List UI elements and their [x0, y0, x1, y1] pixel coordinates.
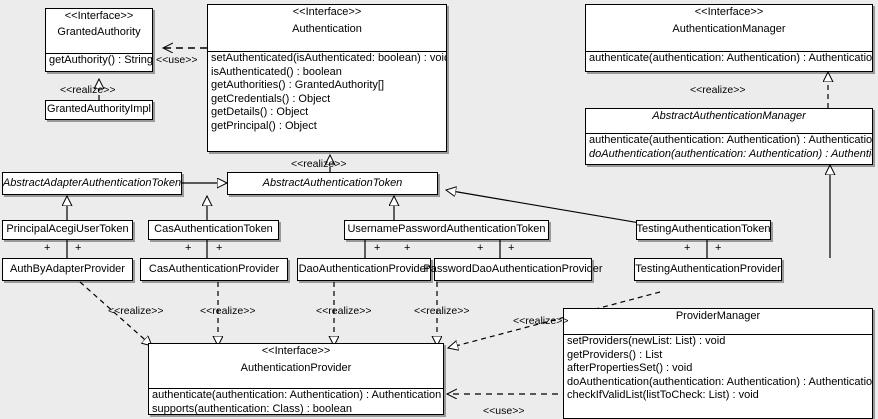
- class-header: ProviderManager: [564, 309, 872, 334]
- method-row: supports(authentication: Class) : boolea…: [152, 402, 352, 415]
- class-header: AbstractAuthenticationManager: [586, 109, 872, 133]
- method-row: authenticate(authentication: Authenticat…: [589, 134, 872, 146]
- class-password-dao-authentication-provider[interactable]: PasswordDaoAuthenticationProvider: [423, 258, 603, 281]
- method-row: isAuthenticated() : boolean: [211, 65, 342, 78]
- edge-testingauthenticationtoken-extends-abstractauthenticationtoken: [446, 190, 641, 224]
- class-name: ProviderManager: [675, 310, 761, 322]
- class-name: AbstractAuthenticationToken: [262, 176, 403, 189]
- edge-label-use-providermanager-authenticationprovider: <<use>>: [483, 405, 525, 417]
- methods-compartment: getAuthority() : String: [46, 53, 152, 68]
- class-name: DaoAuthenticationProvider: [298, 262, 430, 275]
- assoc-plus-mark: +: [75, 242, 82, 254]
- class-name: CasAuthenticationProvider: [148, 262, 280, 275]
- assoc-plus-mark: +: [684, 242, 691, 254]
- method-row: setProviders(newList: List) : void: [567, 335, 726, 347]
- stereotype-label: <<Interface>>: [261, 345, 331, 357]
- class-granted-authority[interactable]: <<Interface>> GrantedAuthority getAuthor…: [45, 8, 153, 72]
- edge-label-realize-cas: <<realize>>: [200, 305, 256, 317]
- class-cas-authentication-token[interactable]: CasAuthenticationToken: [148, 220, 279, 240]
- method-row: checkIfValidList(listToCheck: List) : vo…: [567, 389, 759, 402]
- class-authentication[interactable]: <<Interface>> Authentication setAuthenti…: [207, 4, 447, 152]
- method-row: authenticate(authentication: Authenticat…: [152, 389, 442, 401]
- method-row: afterPropertiesSet() : void: [567, 362, 693, 375]
- method-row: getAuthorities() : GrantedAuthority[]: [211, 79, 385, 92]
- assoc-plus-mark: +: [508, 242, 515, 254]
- assoc-plus-mark: +: [374, 242, 381, 254]
- class-name: Authentication: [292, 22, 362, 35]
- class-testing-authentication-provider[interactable]: TestingAuthenticationProvider: [634, 258, 782, 281]
- assoc-plus-mark: +: [715, 242, 722, 254]
- class-authentication-manager[interactable]: <<Interface>> AuthenticationManager auth…: [585, 4, 873, 72]
- assoc-plus-mark: +: [44, 242, 51, 254]
- class-authentication-provider[interactable]: <<Interface>> AuthenticationProvider aut…: [148, 343, 444, 415]
- edge-label-realize-authbyadapter: <<realize>>: [108, 305, 164, 317]
- class-name: TestingAuthenticationProvider: [635, 262, 781, 275]
- edge-label-realize-abstractauthenticationtoken: <<realize>>: [291, 158, 347, 170]
- methods-compartment: authenticate(authentication: Authenticat…: [586, 133, 872, 161]
- method-row: getProviders() : List: [567, 348, 663, 361]
- edge-label-realize-abstractauthenticationmanager: <<realize>>: [690, 84, 746, 96]
- method-row: getDetails() : Object: [211, 106, 309, 119]
- edge-label-realize-passworddao: <<realize>>: [414, 305, 470, 317]
- class-header: <<Interface>> GrantedAuthority: [46, 9, 152, 53]
- class-name: PrincipalAcegiUserToken: [6, 223, 129, 236]
- class-granted-authority-impl[interactable]: GrantedAuthorityImpl: [45, 100, 153, 120]
- class-header: <<Interface>> AuthenticationManager: [586, 5, 872, 51]
- class-auth-by-adapter-provider[interactable]: AuthByAdapterProvider: [2, 258, 133, 281]
- class-header: <<Interface>> AuthenticationProvider: [149, 344, 443, 388]
- assoc-plus-mark: +: [404, 242, 411, 254]
- class-abstract-authentication-manager[interactable]: AbstractAuthenticationManager authentica…: [585, 108, 873, 165]
- class-name: AuthenticationManager: [672, 22, 786, 35]
- method-row: getAuthority() : String: [49, 54, 152, 66]
- methods-compartment: authenticate(authentication: Authenticat…: [586, 51, 872, 66]
- class-dao-authentication-provider[interactable]: DaoAuthenticationProvider: [297, 258, 431, 281]
- assoc-plus-mark: +: [185, 242, 192, 254]
- class-name: AuthenticationProvider: [240, 361, 352, 374]
- class-name: AbstractAdapterAuthenticationToken: [2, 176, 182, 189]
- class-name: PasswordDaoAuthenticationProvider: [423, 262, 603, 275]
- class-name: CasAuthenticationToken: [154, 223, 273, 236]
- assoc-plus-mark: +: [477, 242, 484, 254]
- edge-label-realize-grantedauthorityimpl: <<realize>>: [60, 84, 116, 96]
- method-row: setAuthenticated(isAuthenticated: boolea…: [211, 52, 446, 64]
- class-name: GrantedAuthorityImpl: [47, 103, 151, 116]
- method-row: authenticate(authentication: Authenticat…: [589, 52, 872, 64]
- class-name: AbstractAuthenticationManager: [652, 110, 806, 122]
- method-row: getPrincipal() : Object: [211, 119, 317, 132]
- class-name: AuthByAdapterProvider: [10, 262, 125, 275]
- stereotype-label: <<Interface>>: [292, 6, 362, 18]
- stereotype-label: <<Interface>>: [64, 10, 134, 22]
- methods-compartment: setAuthenticated(isAuthenticated: boolea…: [208, 51, 446, 133]
- class-name: GrantedAuthority: [57, 25, 141, 38]
- assoc-plus-mark: +: [216, 242, 223, 254]
- method-row: getCredentials() : Object: [211, 92, 331, 105]
- method-row: doAuthentication(authentication: Authent…: [567, 375, 872, 388]
- class-principal-acegi-user-token[interactable]: PrincipalAcegiUserToken: [2, 220, 133, 240]
- class-abstract-authentication-token[interactable]: AbstractAuthenticationToken: [227, 172, 438, 195]
- edge-label-realize-testing: <<realize>>: [513, 315, 569, 327]
- class-testing-authentication-token[interactable]: TestingAuthenticationToken: [636, 220, 771, 240]
- class-name: TestingAuthenticationToken: [636, 223, 771, 236]
- edge-label-realize-dao: <<realize>>: [316, 305, 372, 317]
- class-cas-authentication-provider[interactable]: CasAuthenticationProvider: [140, 258, 288, 281]
- class-name: UsernamePasswordAuthenticationToken: [347, 223, 546, 236]
- methods-compartment: setProviders(newList: List) : void getPr…: [564, 334, 872, 403]
- class-provider-manager[interactable]: ProviderManager setProviders(newList: Li…: [563, 308, 873, 419]
- methods-compartment: authenticate(authentication: Authenticat…: [149, 388, 443, 416]
- edge-label-use-authentication-grantedauthority: <<use>>: [156, 54, 198, 66]
- class-abstract-adapter-authentication-token[interactable]: AbstractAdapterAuthenticationToken: [2, 172, 182, 195]
- class-header: <<Interface>> Authentication: [208, 5, 446, 51]
- class-username-password-authentication-token[interactable]: UsernamePasswordAuthenticationToken: [344, 220, 549, 240]
- method-row: doAuthentication(authentication: Authent…: [589, 147, 872, 160]
- stereotype-label: <<Interface>>: [694, 6, 764, 18]
